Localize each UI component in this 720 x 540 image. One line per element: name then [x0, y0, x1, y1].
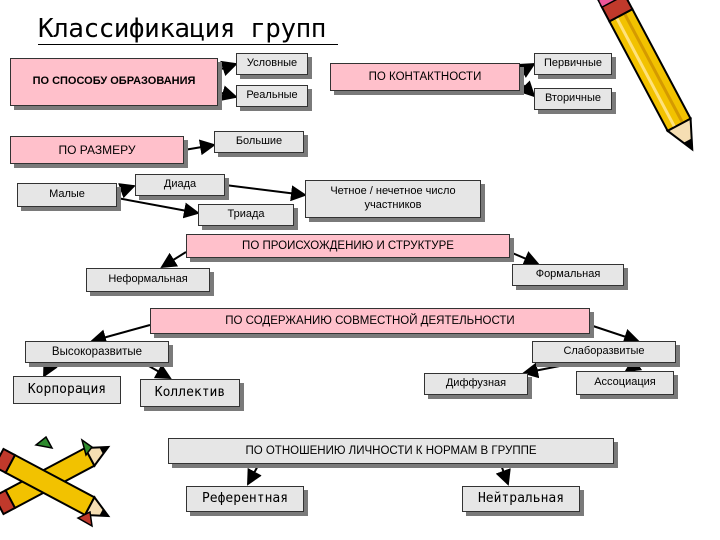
node-pervichnye: Первичные [534, 53, 612, 75]
node-neytralnaya: Нейтральная [462, 486, 580, 512]
node-bolshie: Большие [214, 131, 304, 153]
arrow-sposobu-uslovnye [217, 60, 238, 77]
node-formalnaya: Формальная [512, 264, 624, 286]
category-po-razmeru: ПО РАЗМЕРУ [10, 136, 184, 164]
node-triada: Триада [198, 204, 294, 226]
category-po-proiskhozhdeniyu: ПО ПРОИСХОЖДЕНИЮ И СТРУКТУРЕ [186, 234, 510, 258]
arrow-otnosh-referent [247, 461, 262, 486]
category-po-kontaktnosti: ПО КОНТАКТНОСТИ [330, 63, 520, 91]
node-diada: Диада [135, 174, 225, 196]
arrow-kontakt-pervichnye [517, 63, 536, 78]
arrow-diada-chetnoe [224, 184, 307, 202]
node-vtorichnye: Вторичные [534, 88, 612, 110]
page-title: Классификация групп [38, 14, 326, 44]
category-po-otnosheniyu: ПО ОТНОШЕНИЮ ЛИЧНОСТИ К НОРМАМ В ГРУППЕ [168, 438, 614, 464]
node-realnye: Реальные [236, 85, 308, 107]
arrow-slabo-assots [624, 356, 643, 373]
category-po-sposobu: ПО СПОСОБУ ОБРАЗОВАНИЯ [10, 58, 218, 106]
node-chetnoe: Четное / нечетное число участников [305, 180, 481, 218]
arrow-soderzh-vysoko [90, 324, 151, 345]
arrow-vysoko-korp [43, 359, 58, 378]
node-vysokorazvitye: Высокоразвитые [25, 341, 169, 363]
arrow-sposobu-realnye [217, 85, 238, 101]
arrow-otnosh-neytral [495, 461, 511, 486]
category-po-soderzhaniyu: ПО СОДЕРЖАНИЮ СОВМЕСТНОЙ ДЕЯТЕЛЬНОСТИ [150, 308, 590, 334]
arrow-slabo-diffuz [522, 361, 581, 379]
arrow-proisk-neformal [160, 251, 187, 269]
arrow-kontakt-vtorichnye [518, 80, 536, 98]
pencil-icon [597, 0, 694, 152]
title-underline [38, 44, 338, 45]
node-slaborazvitye: Слаборазвитые [532, 341, 676, 363]
node-neformalnaya: Неформальная [86, 268, 210, 292]
node-assotsiatsiya: Ассоциация [576, 371, 674, 395]
arrow-proisk-formal [509, 251, 540, 266]
node-uslovnye: Условные [236, 53, 308, 75]
arrow-razmer-bolshie [183, 139, 216, 156]
arrow-soderzh-slabo [589, 324, 640, 345]
arrow-malye-triada [116, 197, 200, 219]
node-referentnaya: Референтная [186, 486, 304, 512]
node-korporatsiya: Корпорация [13, 376, 121, 404]
arrow-vysoko-kollektiv [139, 360, 172, 379]
node-malye: Малые [17, 183, 117, 207]
arrow-malye-diada [116, 183, 136, 199]
crossed-pencils-icon [0, 435, 111, 528]
node-diffuznaya: Диффузная [424, 373, 528, 395]
node-kollektiv: Коллектив [140, 379, 240, 407]
